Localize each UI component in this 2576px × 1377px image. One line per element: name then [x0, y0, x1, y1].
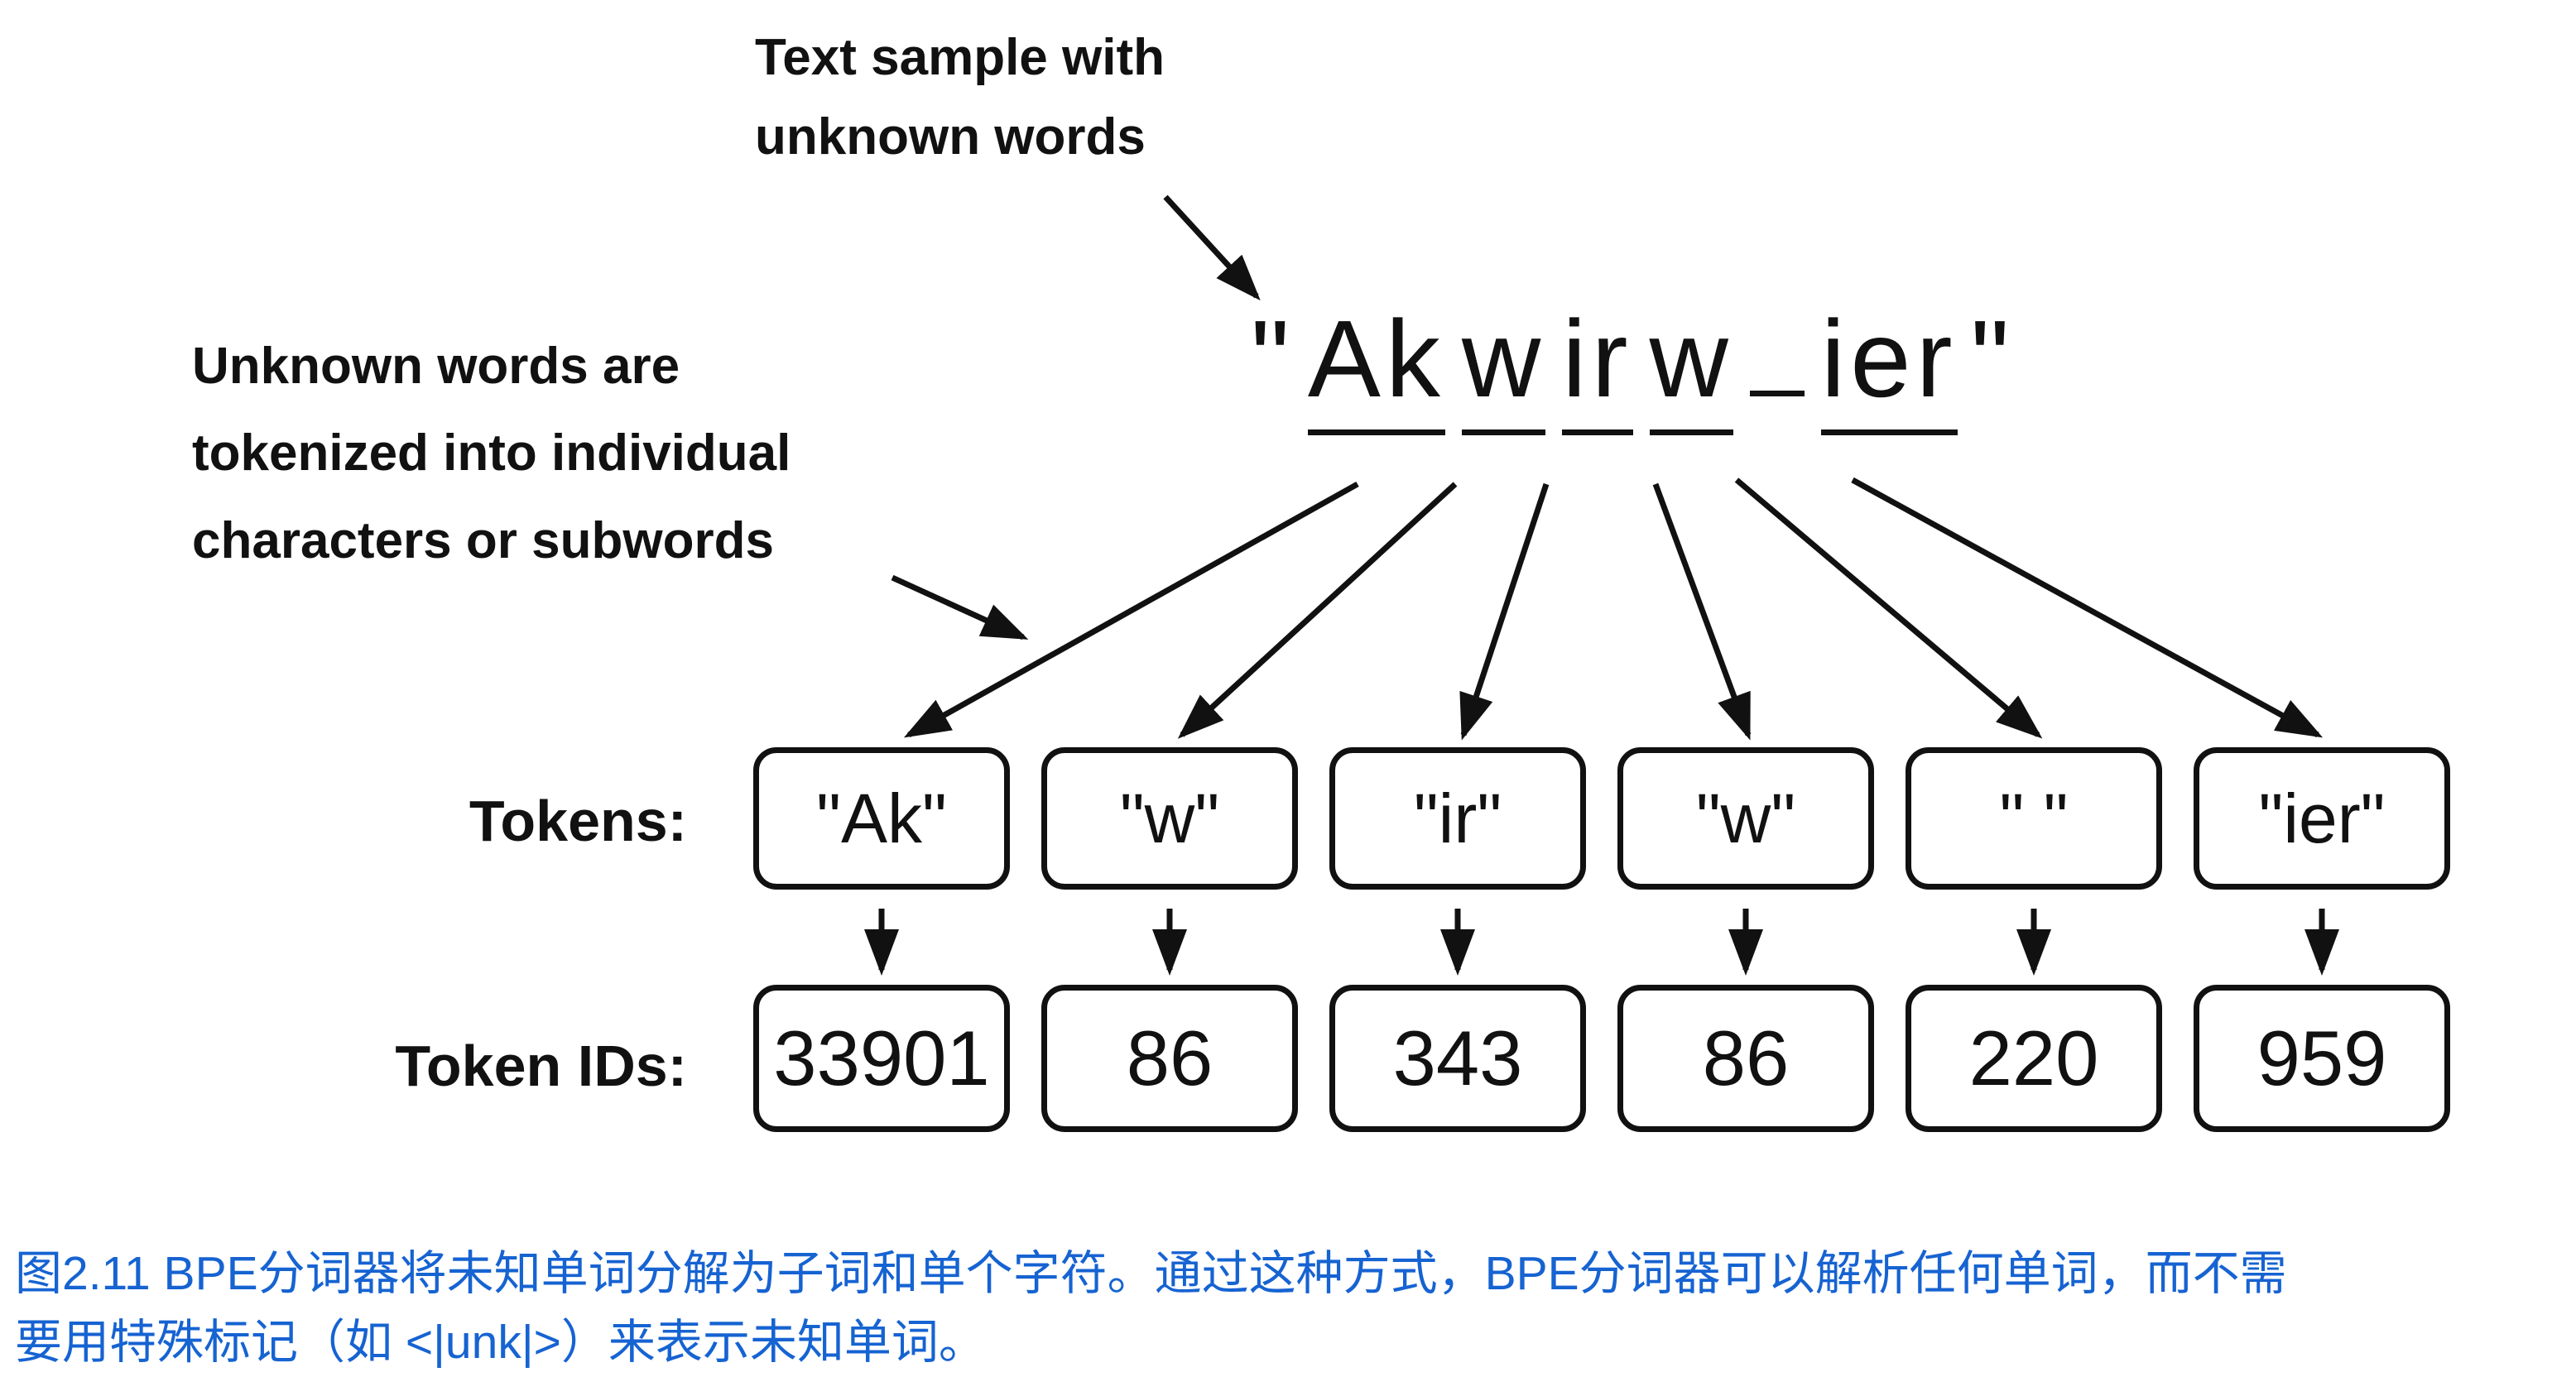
token-id-box: 220: [1906, 985, 2162, 1132]
token-box: "w": [1617, 747, 1874, 890]
arrow-fan-3-icon: [1459, 482, 1550, 741]
token-box: "ier": [2194, 747, 2450, 890]
token-id-box: 86: [1041, 985, 1298, 1132]
arrow-fan-6-icon: [1851, 477, 2324, 738]
sample-segment-ir: ir: [1562, 296, 1633, 435]
tokens-row: "Ak" "w" "ir" "w" " " "ier": [753, 747, 2450, 890]
sample-segment-w1: w: [1461, 296, 1546, 435]
token-id-box: 343: [1329, 985, 1586, 1132]
left-annotation: Unknown words are tokenized into individ…: [192, 323, 791, 584]
arrow-left-annotation-icon: [891, 574, 1029, 641]
figure-caption-line: 图2.11 BPE分词器将未知单词分解为子词和单个字符。通过这种方式，BPE分词…: [15, 1247, 2287, 1300]
token-id-box: 86: [1617, 985, 1874, 1132]
figure-caption-line: 要用特殊标记（如 <|unk|>）来表示未知单词。: [15, 1315, 986, 1369]
open-quote: ": [1251, 298, 1295, 420]
tokens-label: Tokens:: [469, 789, 687, 853]
token-box: "Ak": [753, 747, 1010, 890]
sample-segment-ier: ier: [1820, 296, 1958, 435]
top-annotation-line: Text sample with: [755, 29, 1165, 86]
token-id-box: 959: [2194, 985, 2450, 1132]
arrow-fan-2-icon: [1177, 482, 1458, 739]
arrow-top-annotation-icon: [1163, 194, 1261, 301]
sample-segment-space: [1749, 382, 1805, 396]
token-box: " ": [1906, 747, 2162, 890]
token-box: "w": [1041, 747, 1298, 890]
figure-caption: 图2.11 BPE分词器将未知单词分解为子词和单个字符。通过这种方式，BPE分词…: [15, 1240, 2287, 1376]
arrow-fan-4-icon: [1652, 482, 1752, 741]
arrow-fan-5-icon: [1734, 477, 2043, 739]
close-quote: ": [1970, 298, 2015, 420]
sample-segment-w2: w: [1649, 296, 1733, 435]
top-annotation-line: unknown words: [755, 108, 1146, 166]
top-annotation: Text sample with unknown words: [755, 18, 1165, 177]
left-annotation-line: tokenized into individual: [192, 425, 791, 482]
token-ids-row: 33901 86 343 86 220 959: [753, 985, 2450, 1132]
sample-segment-ak: Ak: [1307, 296, 1445, 435]
left-annotation-line: characters or subwords: [192, 511, 774, 569]
left-annotation-line: Unknown words are: [192, 338, 680, 395]
arrow-fan-1-icon: [903, 481, 1359, 738]
token-id-box: 33901: [753, 985, 1010, 1132]
token-box: "ir": [1329, 747, 1586, 890]
token-ids-label: Token IDs:: [395, 1034, 687, 1098]
